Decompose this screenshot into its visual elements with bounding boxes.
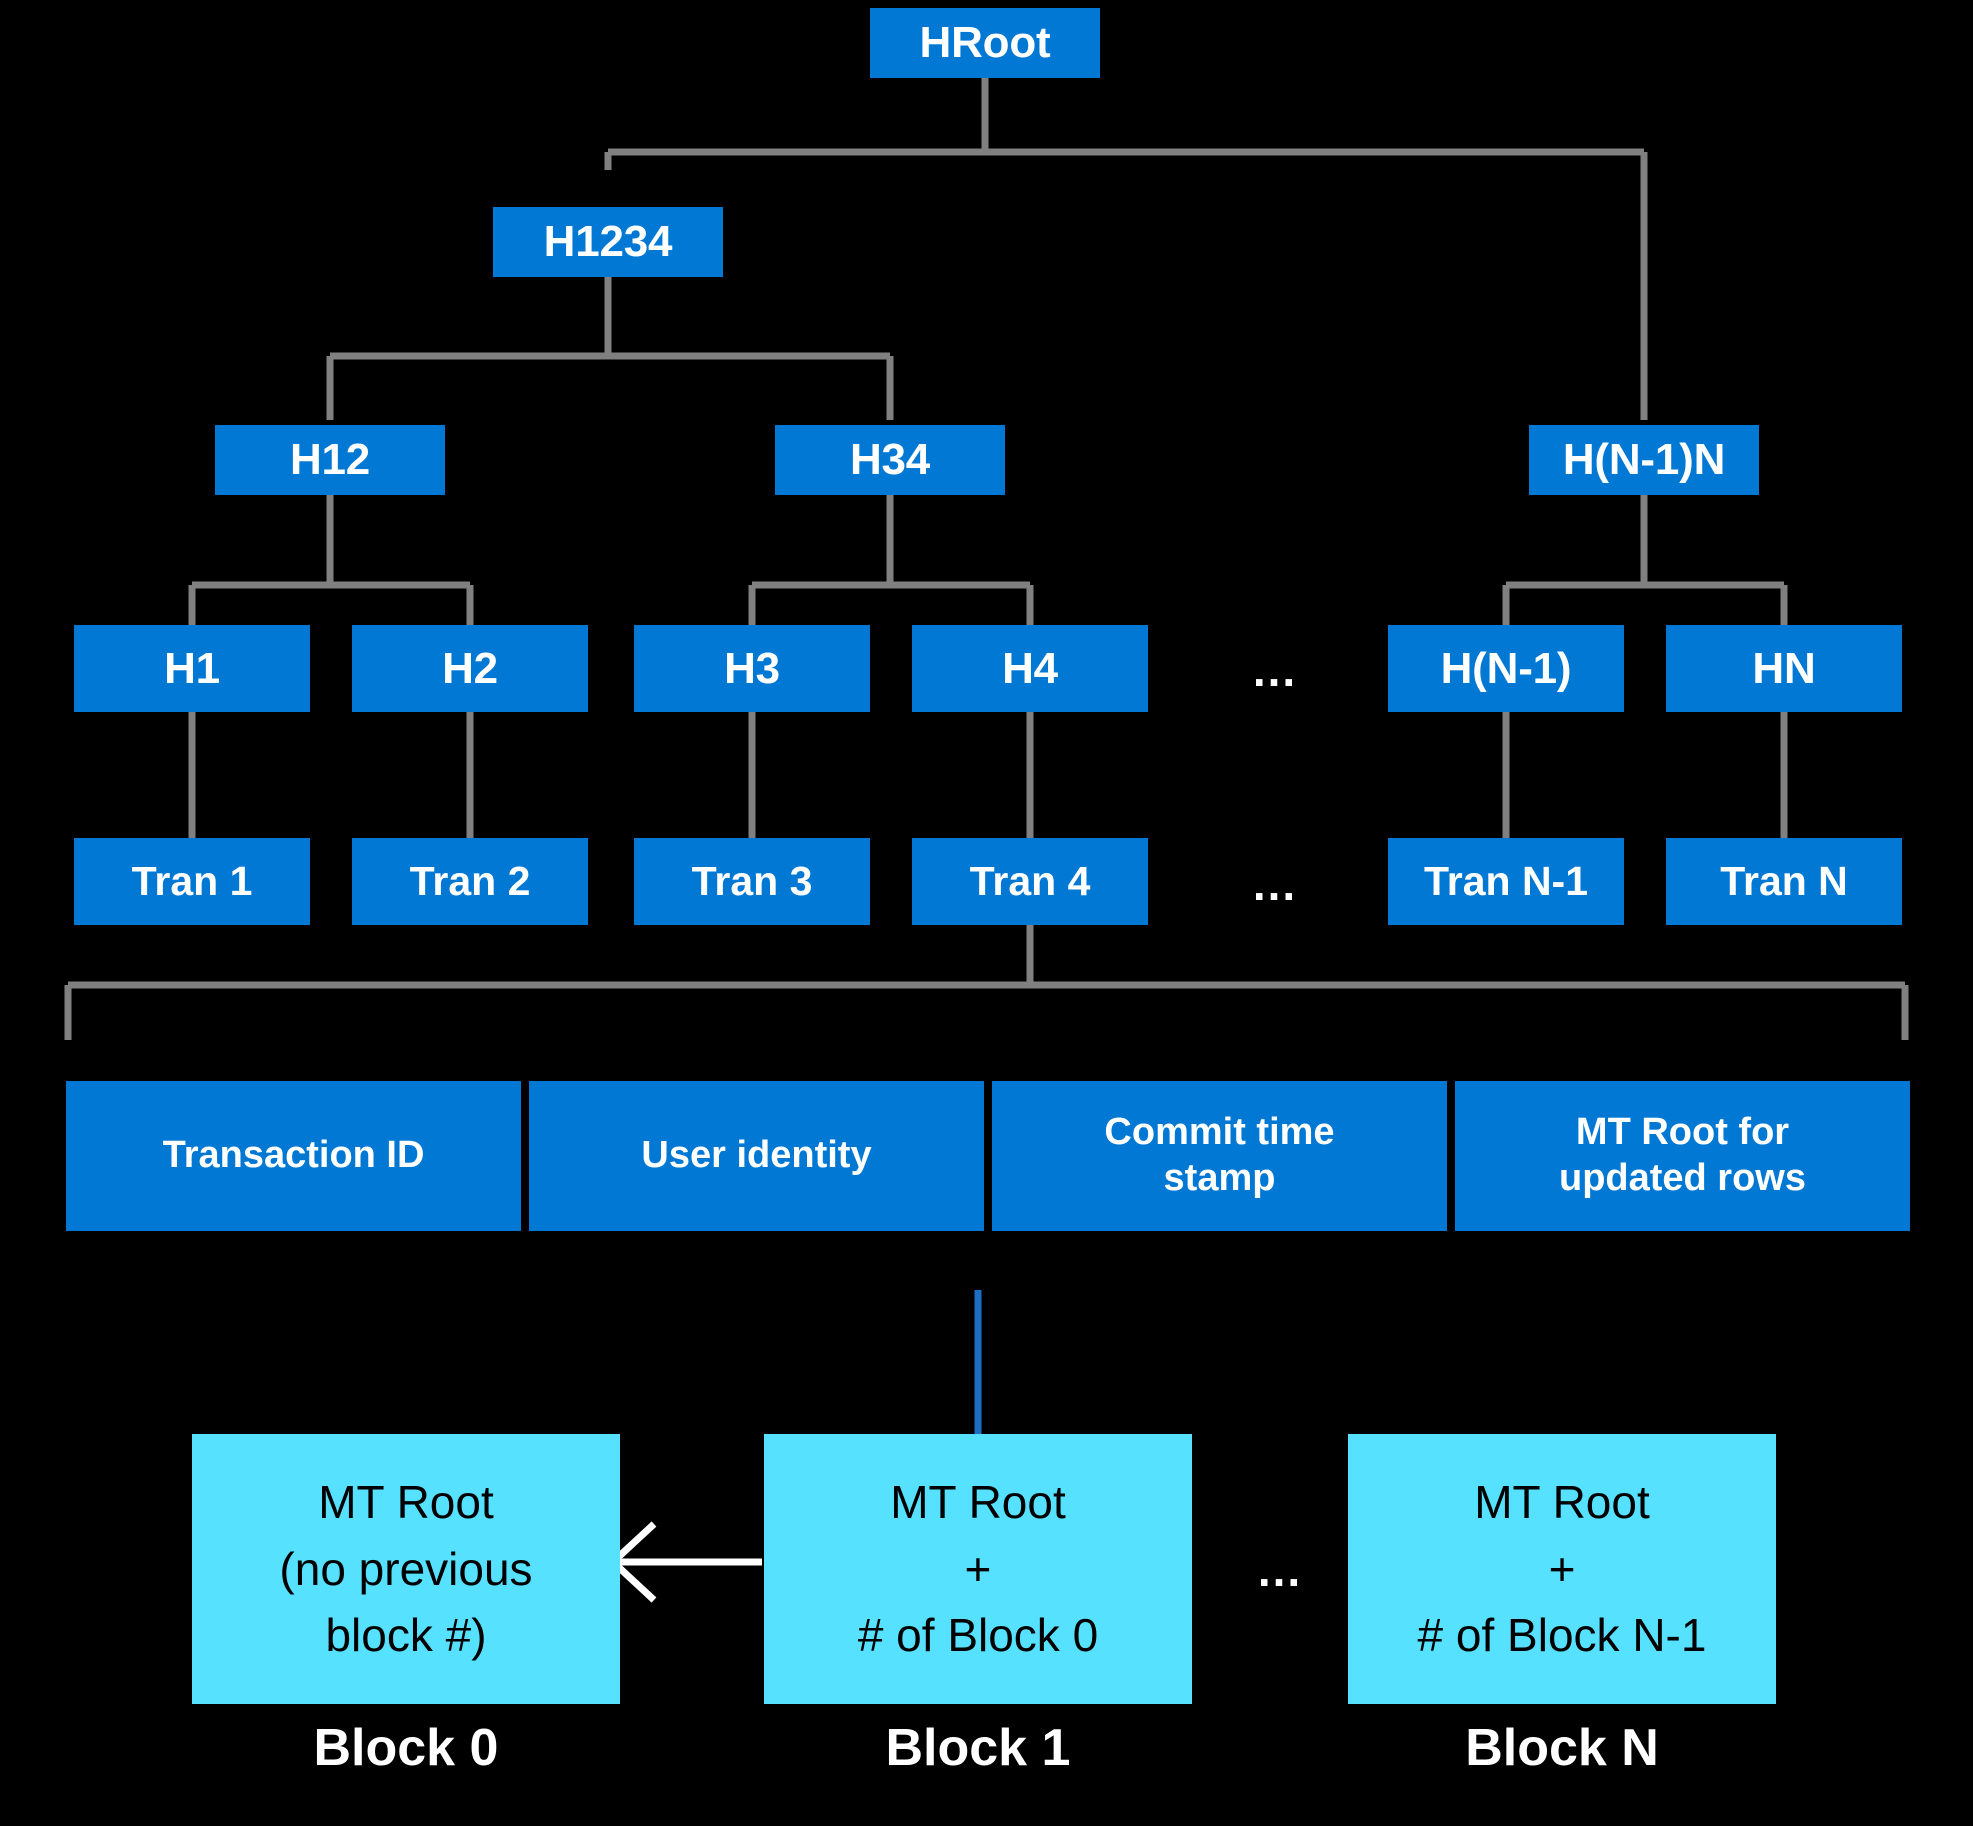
tree-node-hroot[interactable]: HRoot <box>870 8 1100 78</box>
tran-row-ellipsis: ... <box>1252 858 1298 910</box>
tree-node-h34[interactable]: H34 <box>775 425 1005 495</box>
tree-node-h1[interactable]: H1 <box>74 625 310 712</box>
tran-node-3[interactable]: Tran 3 <box>634 838 870 925</box>
tran-node-2[interactable]: Tran 2 <box>352 838 588 925</box>
record-field-commit-time-stamp[interactable]: Commit time stamp <box>992 1081 1447 1231</box>
tree-node-h12[interactable]: H12 <box>215 425 445 495</box>
block-node-0[interactable]: MT Root (no previous block #) <box>192 1434 620 1704</box>
block-node-1[interactable]: MT Root + # of Block 0 <box>764 1434 1192 1704</box>
tran-node-4[interactable]: Tran 4 <box>912 838 1148 925</box>
arrow-block1-to-block0 <box>607 1521 762 1603</box>
block-caption-0: Block 0 <box>313 1719 499 1777</box>
hash-row-ellipsis: ... <box>1252 644 1298 696</box>
record-field-transaction-id[interactable]: Transaction ID <box>66 1081 521 1231</box>
tran-node-n-1[interactable]: Tran N-1 <box>1388 838 1624 925</box>
block-caption-n: Block N <box>1465 1719 1659 1777</box>
block-node-n[interactable]: MT Root + # of Block N-1 <box>1348 1434 1776 1704</box>
record-field-user-identity[interactable]: User identity <box>529 1081 984 1231</box>
record-field-mt-root-updated-rows[interactable]: MT Root for updated rows <box>1455 1081 1910 1231</box>
tran-node-1[interactable]: Tran 1 <box>74 838 310 925</box>
tree-node-hn1n[interactable]: H(N-1)N <box>1529 425 1759 495</box>
tree-node-h3[interactable]: H3 <box>634 625 870 712</box>
tree-node-hn[interactable]: HN <box>1666 625 1902 712</box>
tran-node-n[interactable]: Tran N <box>1666 838 1902 925</box>
tree-node-h2[interactable]: H2 <box>352 625 588 712</box>
block-caption-1: Block 1 <box>885 1719 1071 1777</box>
tree-node-h1234[interactable]: H1234 <box>493 207 723 277</box>
block-row-ellipsis: ... <box>1257 1544 1303 1596</box>
tree-node-h4[interactable]: H4 <box>912 625 1148 712</box>
tree-node-hn-1[interactable]: H(N-1) <box>1388 625 1624 712</box>
